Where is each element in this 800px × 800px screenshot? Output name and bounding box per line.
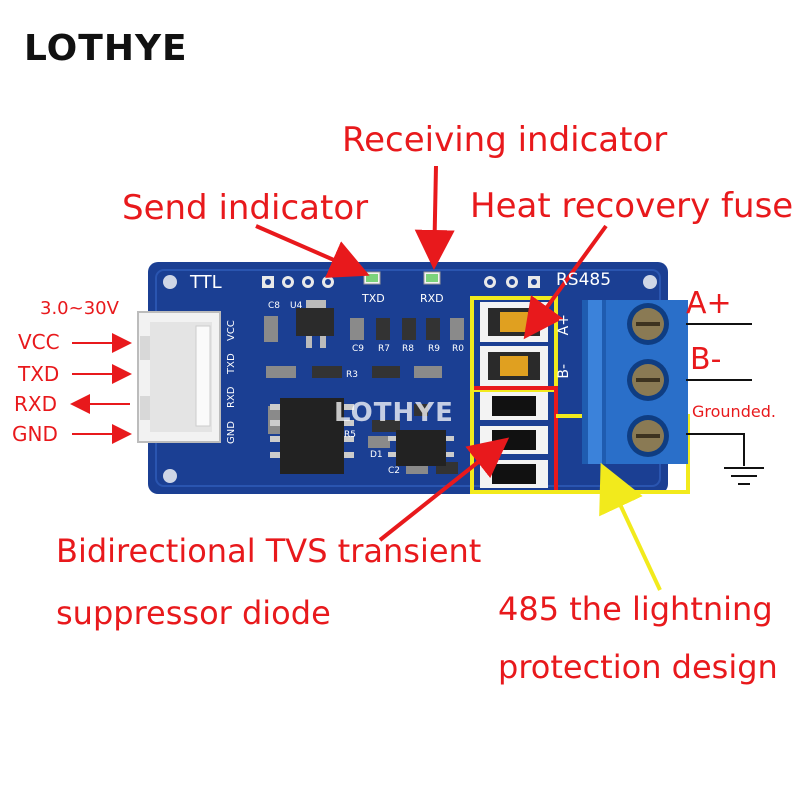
top-header-pads — [262, 276, 540, 288]
r3-silkscreen: R3 — [346, 370, 358, 380]
r5-silkscreen: R5 — [344, 430, 356, 440]
tvs-label-line1: Bidirectional TVS transient — [56, 532, 482, 570]
send-arrow-icon — [255, 224, 370, 278]
brand-logo: LOTHYE — [24, 28, 188, 69]
fuse-arrow-icon — [523, 224, 608, 340]
pin-gnd-label: GND — [12, 422, 58, 446]
mounting-hole — [643, 275, 657, 289]
r8-silkscreen: R8 — [402, 344, 414, 354]
ttl-silkscreen: TTL — [190, 272, 222, 293]
c2-silkscreen: C2 — [388, 466, 401, 476]
regulator-u4 — [296, 308, 334, 336]
header-pin-labels: GND RXD TXD VCC — [226, 320, 240, 444]
mounting-hole — [163, 469, 177, 483]
header-gnd-label: GND — [226, 421, 237, 444]
tvs-diodes — [480, 392, 548, 488]
rs485-silkscreen: RS485 — [556, 270, 612, 290]
pin-txd-label: TXD — [18, 362, 60, 386]
header-txd-label: TXD — [226, 353, 237, 375]
terminal-b-silkscreen: B- — [556, 364, 572, 379]
pin-rxd-label: RXD — [14, 392, 57, 416]
u4-silkscreen: U4 — [290, 301, 303, 311]
capacitor — [264, 316, 278, 342]
a-plus-label: A+ — [686, 286, 732, 321]
lightning-label-line1: 485 the lightning — [498, 590, 773, 628]
c9-silkscreen: C9 — [352, 344, 365, 354]
receiving-indicator-label: Receiving indicator — [342, 120, 668, 160]
grounded-label: Grounded. — [692, 402, 776, 421]
watermark: LOTHYE — [334, 398, 454, 428]
tvs-label-line2: suppressor diode — [56, 594, 331, 632]
tvs-arrow-icon — [378, 437, 510, 542]
heat-recovery-fuse-label: Heat recovery fuse — [470, 186, 794, 226]
d1-silkscreen: D1 — [370, 450, 383, 460]
rxd-silkscreen: RXD — [420, 292, 444, 305]
send-indicator-label: Send indicator — [122, 188, 369, 228]
txd-silkscreen: TXD — [362, 292, 385, 305]
ground-symbol-icon — [724, 467, 764, 485]
r0-silkscreen: R0 — [452, 344, 464, 354]
receiving-arrow-icon — [414, 165, 455, 270]
pin-vcc-label: VCC — [18, 330, 60, 354]
terminal-a-silkscreen: A+ — [556, 314, 572, 336]
small-ic — [388, 430, 454, 466]
lightning-arrow-icon — [599, 462, 662, 591]
b-minus-label: B- — [690, 342, 722, 377]
rs485-transceiver-ic — [270, 398, 354, 474]
lightning-label-line2: protection design — [498, 648, 778, 686]
header-vcc-label: VCC — [226, 320, 237, 341]
r9-silkscreen: R9 — [428, 344, 440, 354]
header-rxd-label: RXD — [226, 386, 237, 409]
r7-silkscreen: R7 — [378, 344, 390, 354]
c8-silkscreen: C8 — [268, 301, 281, 311]
mounting-hole — [163, 275, 177, 289]
voltage-label: 3.0~30V — [40, 298, 119, 319]
screw-terminal-block — [582, 300, 688, 464]
